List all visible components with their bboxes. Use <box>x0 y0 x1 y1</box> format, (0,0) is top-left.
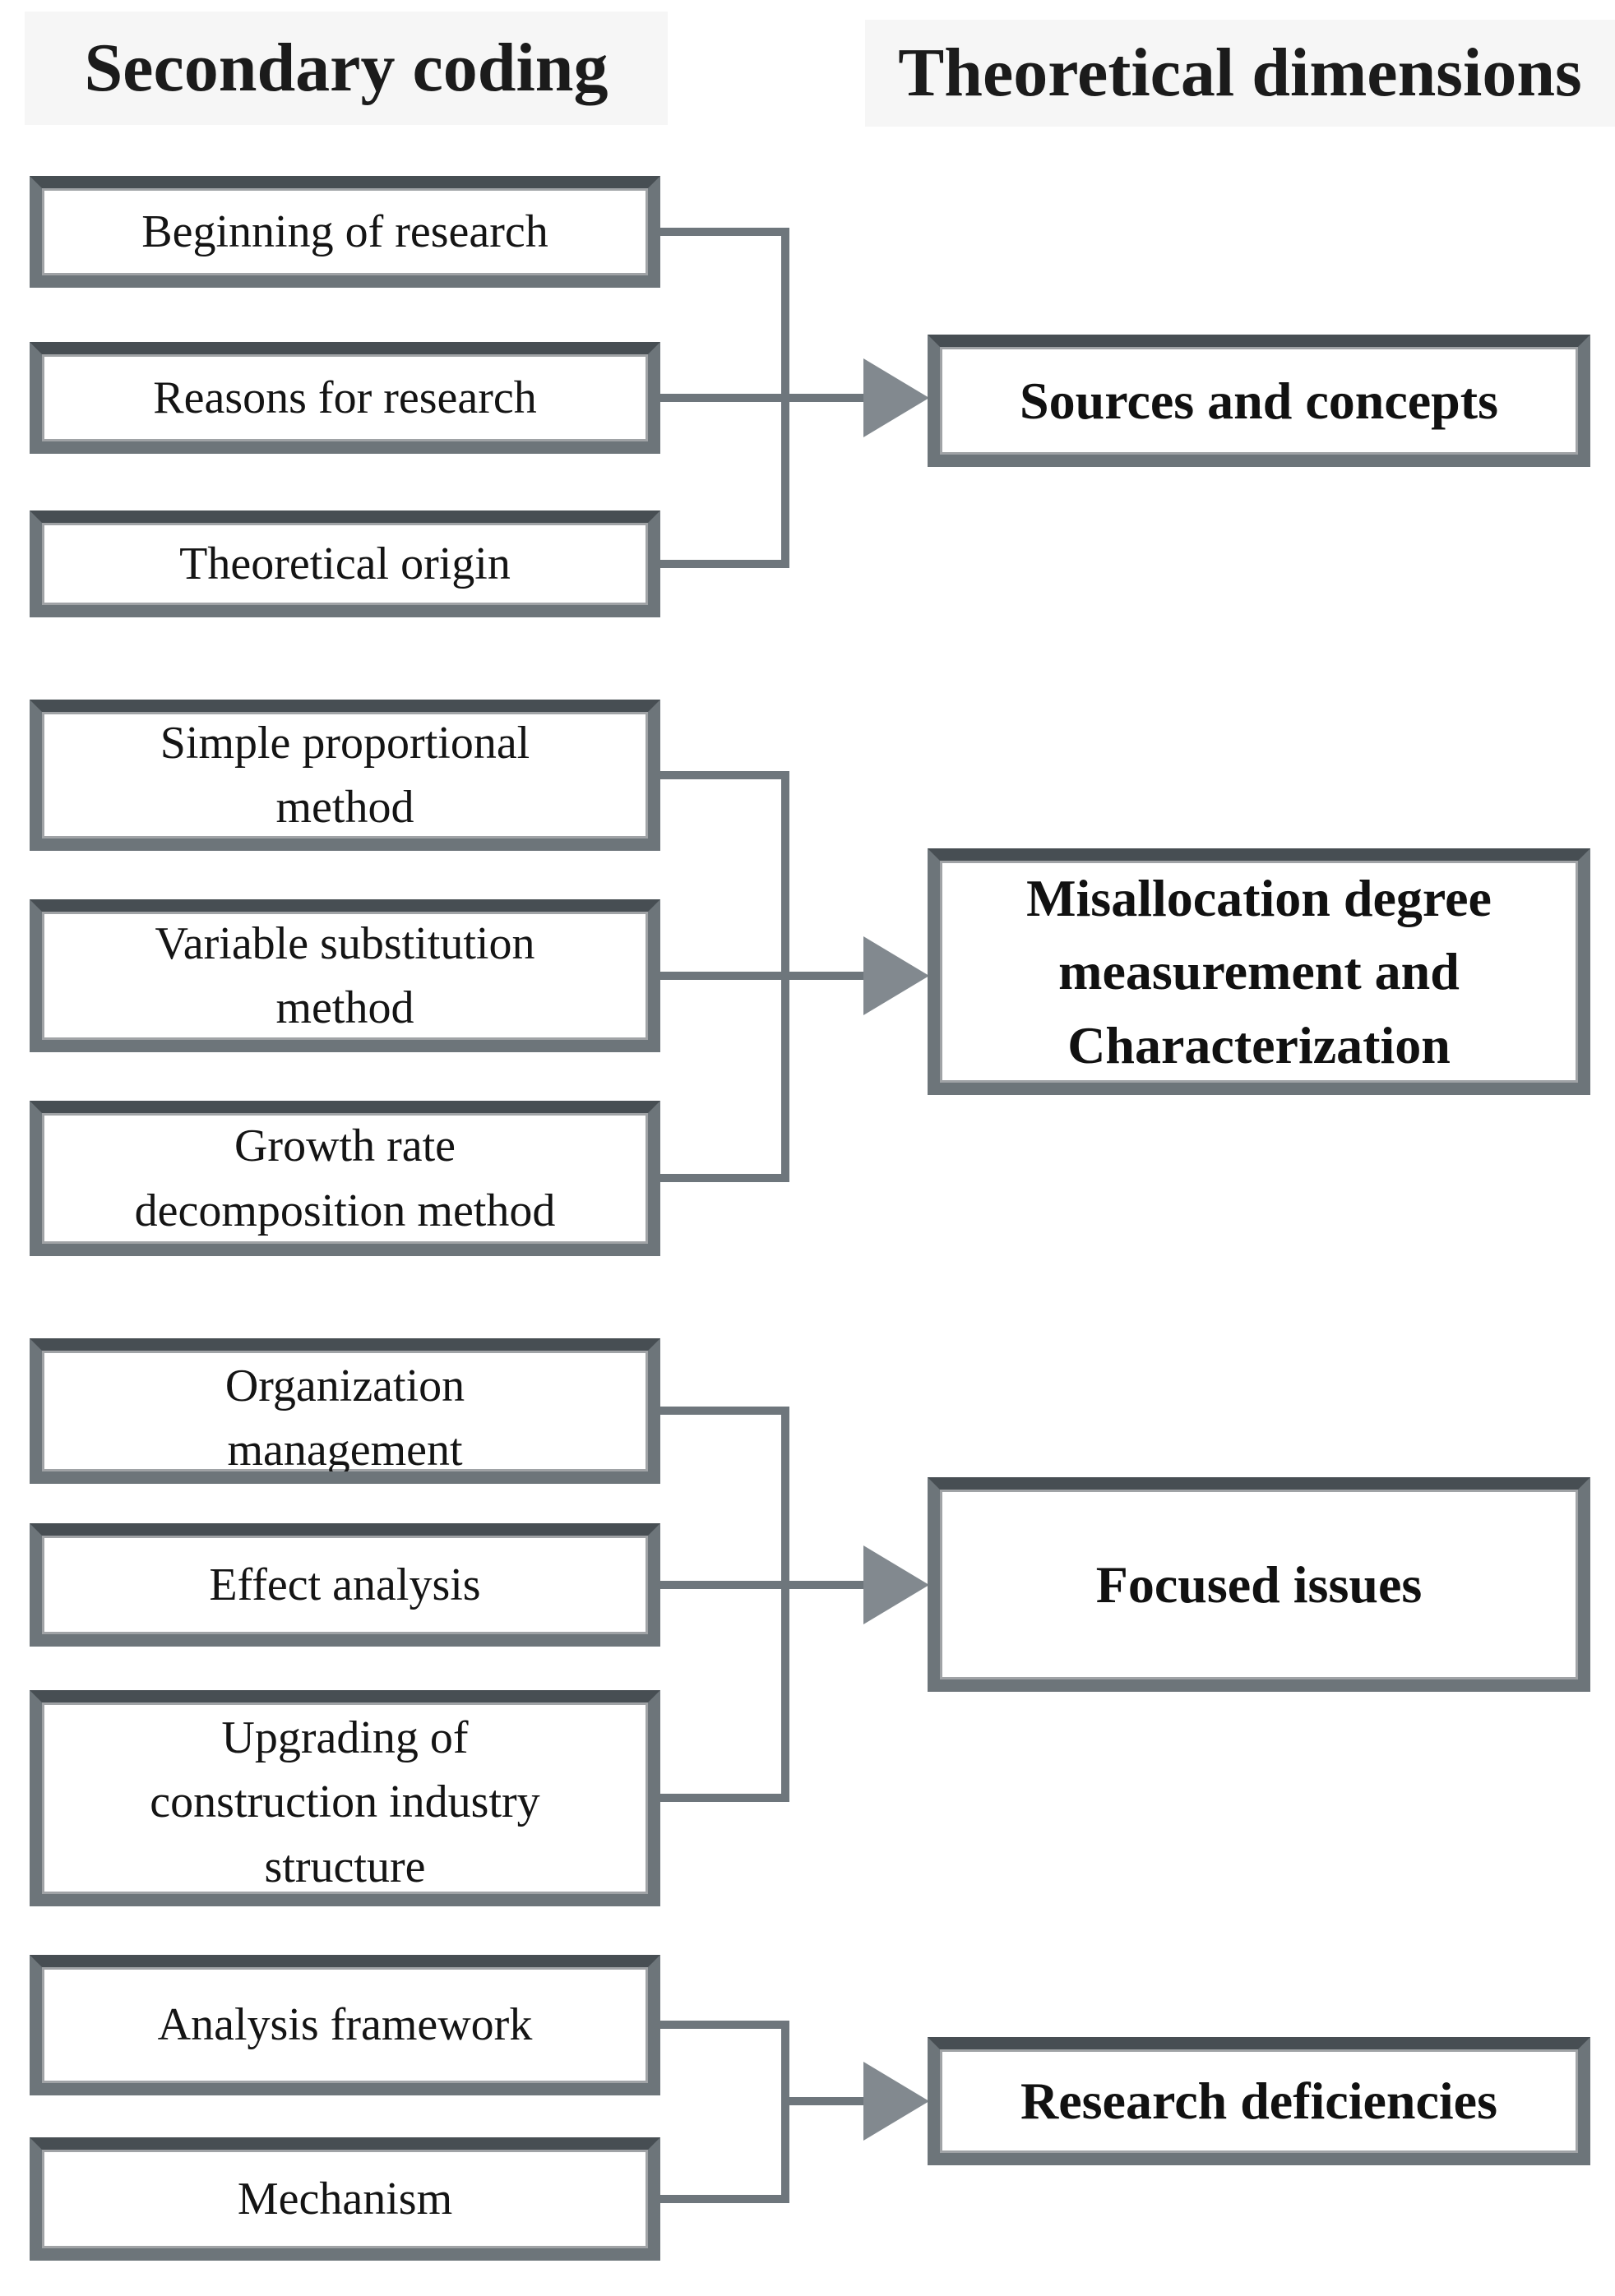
box-label: Theoretical origin <box>179 538 511 589</box>
dimension-box-sources-and-concepts: Sources and concepts <box>928 335 1590 467</box>
box-label: Sources and concepts <box>1020 371 1498 430</box>
connector-stub <box>660 228 789 236</box>
left-header-band: Secondary coding <box>25 12 668 125</box>
box-label: Focused issues <box>1095 1555 1423 1614</box>
box-label: Research deficiencies <box>1020 2072 1497 2131</box>
box-label: Variable substitution method <box>155 917 535 1033</box>
right-column-title: Theoretical dimensions <box>898 34 1582 111</box>
arrowhead-icon <box>863 358 929 437</box>
box-label: Upgrading of construction industry struc… <box>150 1712 540 1892</box>
box-label: Simple proportional method <box>160 717 530 833</box>
box-label: Effect analysis <box>209 1559 481 1610</box>
connector-stub <box>660 1174 789 1182</box>
connector-arrow-line <box>660 394 872 402</box>
right-header-band: Theoretical dimensions <box>865 20 1615 127</box>
dimension-box-misallocation-degree: Misallocation degree measurement and Cha… <box>928 848 1590 1095</box>
connector-vertical <box>781 1407 789 1802</box>
secondary-code-box-theoretical-origin: Theoretical origin <box>30 510 660 617</box>
dimension-box-focused-issues: Focused issues <box>928 1477 1590 1692</box>
arrowhead-icon <box>863 1545 929 1624</box>
box-label: Misallocation degree measurement and Cha… <box>1026 868 1492 1074</box>
box-label: Organization management <box>224 1361 465 1476</box>
secondary-code-box-beginning-of-research: Beginning of research <box>30 176 660 288</box>
connector-stub <box>660 560 789 568</box>
connector-stub <box>660 1794 789 1802</box>
connector-stub <box>660 2021 789 2029</box>
connector-arrow-line <box>660 1581 872 1589</box>
box-label: Growth rate decomposition method <box>134 1120 556 1236</box>
secondary-code-box-upgrading-construction-industry-structure: Upgrading of construction industry struc… <box>30 1690 660 1906</box>
connector-arrow-line <box>781 2097 872 2105</box>
secondary-code-box-effect-analysis: Effect analysis <box>30 1523 660 1647</box>
connector-stub <box>660 1407 789 1415</box>
connector-stub <box>660 2195 789 2203</box>
box-label: Beginning of research <box>141 206 548 257</box>
secondary-code-box-analysis-framework: Analysis framework <box>30 1955 660 2095</box>
connector-vertical <box>781 228 789 568</box>
secondary-code-box-organization-management: Organization management <box>30 1338 660 1484</box>
box-label: Mechanism <box>237 2173 453 2224</box>
secondary-code-box-variable-substitution-method: Variable substitution method <box>30 899 660 1052</box>
connector-arrow-line <box>660 972 872 980</box>
box-label: Analysis framework <box>157 1999 533 2051</box>
arrowhead-icon <box>863 936 929 1015</box>
left-column-title: Secondary coding <box>84 29 609 106</box>
box-label: Reasons for research <box>153 372 537 423</box>
dimension-box-research-deficiencies: Research deficiencies <box>928 2037 1590 2165</box>
secondary-code-box-simple-proportional-method: Simple proportional method <box>30 700 660 851</box>
connector-stub <box>660 771 789 779</box>
connector-vertical <box>781 771 789 1182</box>
connector-vertical <box>781 2021 789 2203</box>
arrowhead-icon <box>863 2062 929 2141</box>
secondary-code-box-growth-rate-decomposition-method: Growth rate decomposition method <box>30 1101 660 1256</box>
secondary-code-box-reasons-for-research: Reasons for research <box>30 342 660 454</box>
secondary-code-box-mechanism: Mechanism <box>30 2137 660 2261</box>
